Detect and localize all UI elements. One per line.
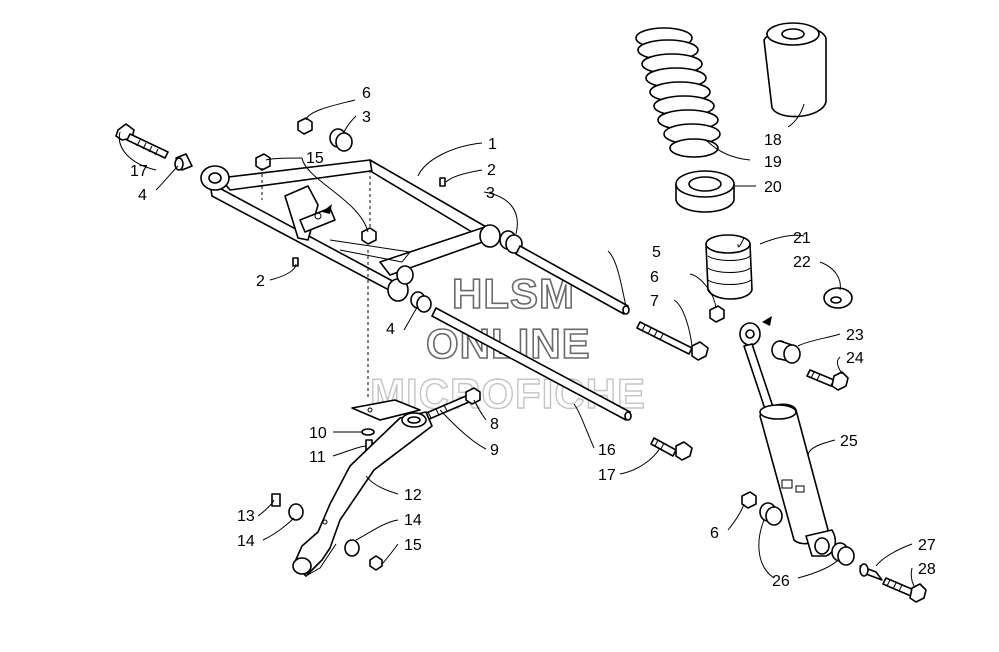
callout-4a: 4	[138, 187, 147, 204]
shaft-16	[431, 307, 632, 421]
upper-a-arm	[200, 159, 501, 302]
callout-27: 27	[918, 537, 936, 554]
bushing-4-left	[174, 153, 193, 171]
nut-15-bottom	[369, 555, 383, 571]
bolt-17-right	[650, 437, 693, 461]
bumper-21	[705, 234, 753, 300]
nut-6-mid	[709, 305, 725, 323]
callout-28: 28	[918, 561, 936, 578]
nut-8	[465, 387, 481, 405]
bushing-26-upper	[759, 502, 783, 526]
callout-5: 5	[652, 244, 661, 261]
arm-12	[292, 411, 433, 577]
callout-12: 12	[404, 487, 422, 504]
boot-18	[763, 22, 827, 118]
callout-23: 23	[846, 327, 864, 344]
bolt-24	[806, 369, 849, 391]
callout-18: 18	[764, 132, 782, 149]
watermark: HLSM ONLINE MICROFICHE	[369, 269, 645, 418]
washer-10	[361, 428, 375, 436]
bushing-23	[771, 340, 801, 364]
callout-14a: 14	[237, 533, 255, 550]
callout-16: 16	[598, 442, 616, 459]
callout-25: 25	[840, 433, 858, 450]
nut-6-top	[297, 117, 313, 135]
callout-numbers: 1 2 2 3 3 4 4 5 6 6 6 7 8 9 10 11 12 13 …	[130, 85, 936, 590]
callout-13: 13	[237, 508, 255, 525]
nut-15-top	[255, 153, 271, 171]
callout-2a: 2	[487, 162, 496, 179]
callout-10: 10	[309, 425, 327, 442]
callout-2b: 2	[256, 273, 265, 290]
bolt-17-left	[115, 123, 169, 159]
callout-17b: 17	[598, 467, 616, 484]
callout-9: 9	[490, 442, 499, 459]
callout-15a: 15	[306, 150, 324, 167]
callout-1: 1	[488, 136, 497, 153]
callout-17a: 17	[130, 163, 148, 180]
bushing-3-top	[329, 128, 353, 152]
callout-6c: 6	[710, 525, 719, 542]
callout-24: 24	[846, 350, 864, 367]
callout-14b: 14	[404, 512, 422, 529]
leader-lines	[118, 99, 915, 587]
spring-19	[635, 27, 721, 158]
bushing-4-middle	[410, 291, 432, 313]
callout-4b: 4	[386, 321, 395, 338]
callout-22: 22	[793, 254, 811, 271]
bolt-7	[636, 321, 709, 361]
arrow-marker-shock	[762, 316, 772, 326]
callout-3b: 3	[362, 109, 371, 126]
nut-15-middle	[361, 227, 377, 245]
nut-6-bottom	[741, 491, 757, 509]
bolt-13	[271, 493, 281, 507]
shaft-5	[515, 245, 630, 315]
washer-14-right	[344, 539, 360, 557]
callout-8: 8	[490, 416, 499, 433]
callout-7: 7	[650, 293, 659, 310]
washer-14-left	[288, 503, 304, 521]
callout-19: 19	[764, 154, 782, 171]
bolt-28	[882, 577, 927, 603]
collar-20	[675, 170, 735, 213]
callout-26: 26	[772, 573, 790, 590]
callout-11: 11	[309, 449, 326, 466]
callout-6b: 6	[650, 269, 659, 286]
watermark-line-1: HLSM	[452, 270, 575, 317]
sleeve-27	[859, 563, 883, 581]
callout-15b: 15	[404, 537, 422, 554]
bracket-plate	[351, 399, 421, 421]
callout-21: 21	[793, 230, 811, 247]
watermark-line-2: ONLINE	[426, 320, 591, 367]
callout-3a: 3	[486, 185, 495, 202]
callout-20: 20	[764, 179, 782, 196]
shock-25	[739, 322, 837, 557]
callout-6a: 6	[362, 85, 371, 102]
washer-22	[823, 287, 853, 309]
grease-fitting-upper	[439, 177, 446, 187]
bushing-26-lower	[831, 542, 855, 566]
